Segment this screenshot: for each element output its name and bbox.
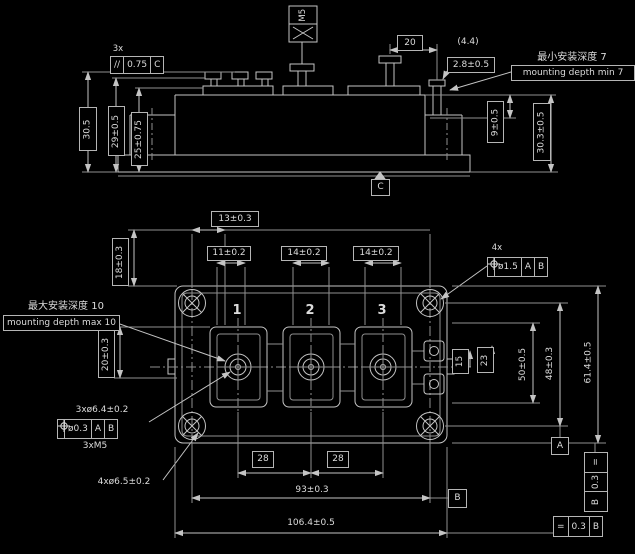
dim-height-terminals: 29±0.5	[108, 106, 125, 156]
side-view-linework	[82, 5, 558, 180]
dim-left-top: 18±0.3	[112, 238, 129, 286]
note-depth-min-en: mounting depth min 7	[511, 65, 635, 81]
dim-pitch-2: 28	[327, 451, 349, 468]
fcf-tolerance: 0.75	[123, 57, 150, 73]
callout-thread-fcf: ø0.3 A B	[57, 419, 119, 439]
dim-step: 9±0.5	[487, 101, 504, 143]
fcf-datum-1: A	[520, 258, 534, 276]
holes-fcf-qty: 4x	[491, 243, 503, 254]
dim-terminal-2: 14±0.2	[281, 246, 327, 261]
fcf-datum-2: B	[534, 258, 547, 276]
symmetry-symbol: =	[590, 458, 601, 467]
dim-height-inner: 25±0.75	[131, 112, 148, 166]
note-depth-min-zh: 最小安装深度 7	[537, 51, 607, 63]
position-symbol-icon	[58, 420, 70, 438]
terminal-fcf-qty: 3x	[112, 44, 124, 55]
dim-body-height: 30.3±0.5	[533, 103, 551, 161]
symmetry-symbol: =	[557, 521, 565, 532]
phase-label-1: 1	[232, 302, 242, 318]
symmetry-fcf-right: = 0.3 B	[584, 452, 608, 512]
fcf-datum: C	[150, 57, 163, 73]
note-depth-max-en: mounting depth max 10	[3, 315, 120, 331]
dim-holes-y: 48±0.3	[545, 346, 555, 380]
note-depth-max-zh: 最大安装深度 10	[28, 300, 104, 312]
callout-thread-size: 3xM5	[82, 441, 108, 451]
dim-tab: 2.8±0.5	[447, 57, 495, 73]
callout-holes-label: 4xø6.5±0.2	[97, 477, 151, 487]
fcf-datum: B	[588, 517, 602, 536]
dim-overall-x: 106.4±0.5	[287, 517, 335, 528]
datum-a-flag: A	[551, 437, 569, 455]
dim-holes-x: 93±0.3	[295, 484, 329, 495]
position-symbol-icon	[488, 258, 500, 276]
fcf-tolerance: 0.3	[567, 517, 589, 536]
dim-edge-to-hole: 13±0.3	[211, 211, 259, 227]
dim-aux-1: 15	[452, 349, 469, 374]
fcf-datum: B	[585, 491, 607, 511]
fcf-datum-1: A	[90, 420, 104, 438]
parallelism-symbol-icon: //	[114, 60, 121, 70]
dim-overall-y: 61.4±0.5	[583, 341, 593, 383]
holes-fcf: ø1.5 A B	[487, 257, 549, 277]
dim-ref: (4.4)	[457, 36, 479, 47]
dim-terminal-1: 11±0.2	[207, 246, 251, 261]
dim-terminal-pitch: 20	[397, 35, 423, 51]
dim-pitch-1: 28	[252, 451, 274, 468]
callout-thread-label: 3xø6.4±0.2	[75, 405, 129, 415]
datum-b-flag: B	[448, 489, 467, 508]
plan-view-linework	[114, 226, 606, 538]
datum-c-flag: C	[371, 179, 390, 196]
dim-terminal-3: 14±0.2	[353, 246, 399, 261]
phase-terminals	[209, 326, 424, 408]
phase-label-3: 3	[377, 302, 387, 318]
phase-label-2: 2	[305, 302, 315, 318]
dim-height-overall: 30.5	[79, 107, 97, 151]
terminal-screw-label: M5	[297, 8, 308, 22]
dim-pocket-y: 50±0.5	[518, 347, 528, 381]
terminal-fcf: // 0.75 C	[110, 56, 165, 74]
symmetry-fcf-bottom: = 0.3 B	[553, 516, 604, 537]
dim-left-mid: 20±0.3	[98, 330, 115, 378]
dim-aux-2: 23	[477, 347, 494, 373]
fcf-datum-2: B	[104, 420, 117, 438]
fcf-tolerance: 0.3	[585, 471, 607, 492]
